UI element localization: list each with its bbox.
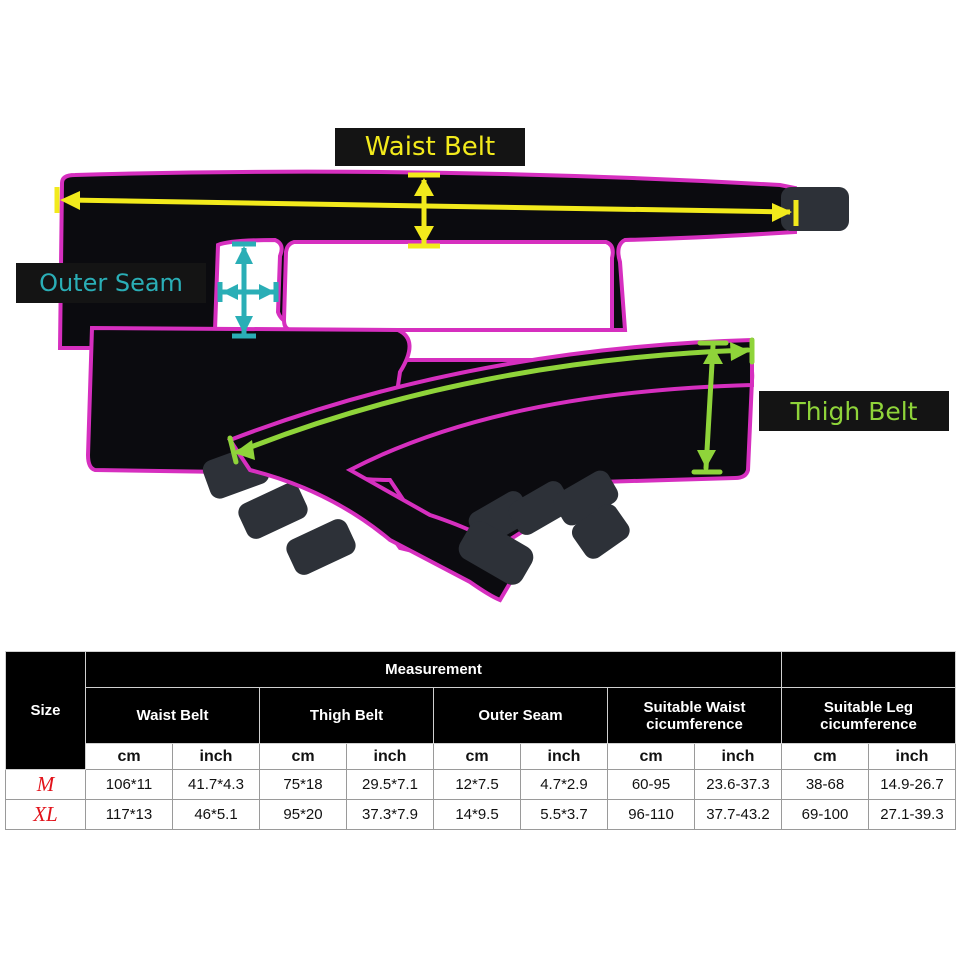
table-cell: 14*9.5 [433, 799, 521, 830]
unit-cell: cm [85, 743, 173, 770]
unit-cell: inch [868, 743, 956, 770]
group-thigh-belt: Thigh Belt [259, 687, 434, 744]
unit-cell: cm [259, 743, 347, 770]
unit-cell: inch [346, 743, 434, 770]
measurement-header-extension [781, 651, 956, 688]
header-row-units: cm inch cm inch cm inch cm inch cm inch [6, 743, 956, 770]
waist-belt-arrows [54, 172, 799, 249]
table-cell: 29.5*7.1 [346, 769, 434, 800]
table-cell: 12*7.5 [433, 769, 521, 800]
group-suitable-waist: Suitable Waist cicumference [607, 687, 782, 744]
table-cell: 117*13 [85, 799, 173, 830]
thigh-belt-label-text: Thigh Belt [790, 396, 918, 426]
size-cell: XL [5, 799, 86, 830]
outer-seam-label: Outer Seam [16, 263, 206, 303]
table-cell: 41.7*4.3 [172, 769, 260, 800]
table-cell: 69-100 [781, 799, 869, 830]
unit-cell: inch [520, 743, 608, 770]
table-cell: 60-95 [607, 769, 695, 800]
table-cell: 23.6-37.3 [694, 769, 782, 800]
size-header: Size [5, 651, 86, 770]
table-cell: 46*5.1 [172, 799, 260, 830]
table-cell: 27.1-39.3 [868, 799, 956, 830]
unit-cell: inch [694, 743, 782, 770]
waist-belt-label: Waist Belt [335, 128, 525, 166]
table-cell: 38-68 [781, 769, 869, 800]
table-cell: 37.7-43.2 [694, 799, 782, 830]
table-row-size-xl: XL 117*13 46*5.1 95*20 37.3*7.9 14*9.5 5… [5, 799, 956, 830]
waist-belt-label-text: Waist Belt [364, 132, 496, 162]
header-row-1: Size Measurement [5, 651, 956, 770]
table-row-size-m: M 106*11 41.7*4.3 75*18 29.5*7.1 12*7.5 … [5, 769, 956, 800]
outer-seam-label-text: Outer Seam [39, 269, 183, 297]
group-suitable-leg: Suitable Leg cicumference [781, 687, 956, 744]
header-row-groups: Waist Belt Thigh Belt Outer Seam Suitabl… [6, 687, 956, 744]
thigh-belt-wrap [226, 337, 754, 603]
size-chart-table: Size Measurement Waist Belt Thigh Belt O… [5, 651, 956, 830]
table-cell: 106*11 [85, 769, 173, 800]
table-cell: 4.7*2.9 [520, 769, 608, 800]
unit-cell: cm [781, 743, 869, 770]
wrap-end-tab [458, 521, 534, 585]
unit-cell: inch [172, 743, 260, 770]
waist-belt-body [57, 169, 849, 350]
thigh-belt-arrows [227, 337, 755, 475]
waist-thigh-trimmer-illustration [54, 169, 849, 603]
table-cell: 37.3*7.9 [346, 799, 434, 830]
group-waist-belt: Waist Belt [85, 687, 260, 744]
table-cell: 75*18 [259, 769, 347, 800]
size-cell: M [5, 769, 86, 800]
table-cell: 5.5*3.7 [520, 799, 608, 830]
table-cell: 95*20 [259, 799, 347, 830]
table-cell: 96-110 [607, 799, 695, 830]
outer-seam-arrows [217, 241, 279, 339]
measurement-header: Measurement [85, 651, 782, 688]
unit-cell: cm [607, 743, 695, 770]
table-cell: 14.9-26.7 [868, 769, 956, 800]
thigh-belt-label: Thigh Belt [759, 391, 949, 431]
unit-cell: cm [433, 743, 521, 770]
group-outer-seam: Outer Seam [433, 687, 608, 744]
